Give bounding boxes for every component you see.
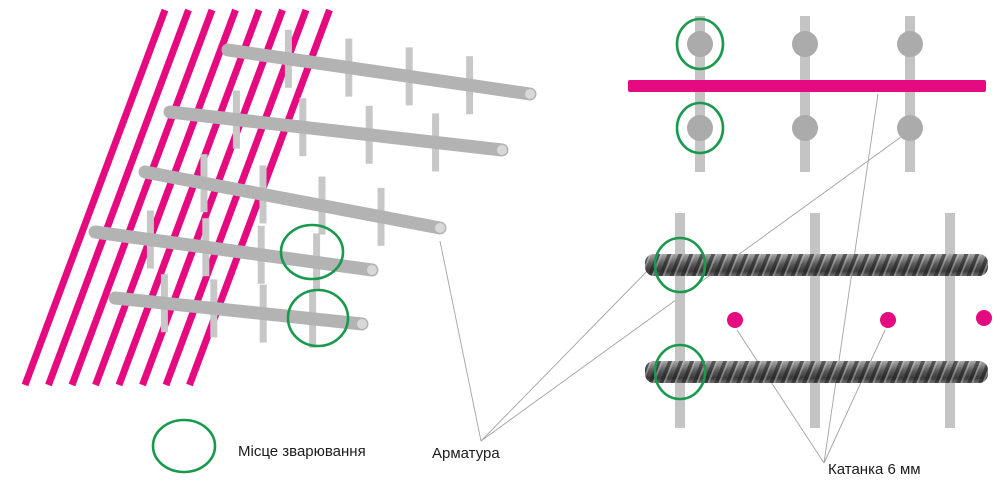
rebar-bar <box>221 43 537 101</box>
pointer-lines <box>439 93 902 464</box>
weld-legend-circle <box>151 418 217 474</box>
wire-rod-bar <box>628 80 986 92</box>
weld-spot-circle <box>675 101 725 155</box>
vertical-bar <box>810 213 820 428</box>
wire-rod-label: Катанка 6 мм <box>828 461 921 478</box>
rebar-section-circle <box>687 31 713 57</box>
weld-spot-circle <box>279 223 345 281</box>
weld-spot-circle <box>653 343 707 401</box>
vertical-bar <box>945 213 955 428</box>
ribbed-rebar <box>645 254 988 276</box>
wire-rod-line <box>45 8 192 387</box>
pointer-line <box>823 329 886 464</box>
rebar-bar <box>88 225 379 277</box>
pointer-line <box>736 329 825 464</box>
pointer-line <box>480 262 656 442</box>
rebar-section-circle <box>687 115 713 141</box>
rebar-tip <box>497 145 507 155</box>
pointer-line <box>439 240 482 442</box>
pointer-line <box>823 93 879 464</box>
wire-rod-line <box>162 8 310 387</box>
rebar-bar <box>138 165 447 235</box>
wire-rod-dot <box>880 312 896 328</box>
rebar-section-circle <box>897 115 923 141</box>
weld-spot-circle <box>653 236 707 294</box>
rebar-rows <box>88 43 537 331</box>
cross-section-bottom-view <box>645 213 992 428</box>
wire-rod-line <box>92 8 239 387</box>
vertical-bar <box>695 16 705 172</box>
rebar-tip <box>367 265 377 275</box>
isometric-mesh-view <box>21 8 537 387</box>
rebar-section-circle <box>792 115 818 141</box>
rebar-tip <box>357 319 367 329</box>
weld-spot-circle <box>286 288 350 348</box>
rebar-bar <box>108 291 369 331</box>
rebar-bar <box>163 105 509 157</box>
rebar-tip <box>525 89 535 99</box>
rebar-section-circle <box>897 31 923 57</box>
vertical-bar <box>675 213 685 428</box>
weld-spot-circle <box>675 17 725 71</box>
wire-rod-line <box>68 8 216 387</box>
welding-spot-label: Місце зварювання <box>238 443 366 460</box>
ribbed-rebar-ribs <box>645 254 988 276</box>
ribbed-rebar-ribs <box>645 361 988 383</box>
wire-rod-dot <box>976 310 992 326</box>
rebar-section-circle <box>792 31 818 57</box>
rebar-tip <box>435 223 445 233</box>
legend: Місце зварювання <box>151 418 366 474</box>
ribbed-rebar <box>645 361 988 383</box>
vertical-bar <box>800 16 810 172</box>
wire-rod-line <box>21 8 169 387</box>
vertical-bar <box>905 16 915 172</box>
wire-rod-dot <box>727 312 743 328</box>
wire-rod-lines <box>21 8 333 387</box>
cross-section-top-view <box>628 16 986 172</box>
rebar-label: Арматура <box>432 445 500 462</box>
wire-rod-line <box>115 8 263 387</box>
